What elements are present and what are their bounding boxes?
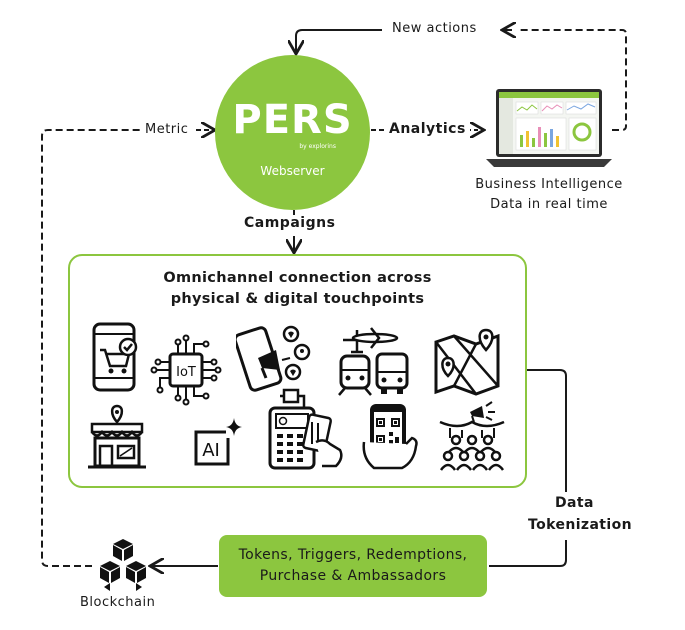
transport-icon	[338, 327, 409, 396]
omnichannel-title-line1: Omnichannel connection across	[163, 270, 432, 286]
map-icon	[434, 328, 500, 396]
data-tokenization-line1: Data	[555, 495, 594, 511]
metric-label: Metric	[141, 122, 193, 137]
social-megaphone-icon	[236, 325, 311, 392]
ai-icon: AI	[194, 418, 242, 466]
mobile-shopping-icon	[92, 322, 138, 392]
tokenization-line	[524, 369, 567, 492]
tokens-triggers-panel: Tokens, Triggers, Redemptions, Purchase …	[219, 535, 487, 597]
audience-icon	[439, 401, 505, 471]
analytics-label: Analytics	[385, 121, 470, 137]
data-tokenization-line2: Tokenization	[528, 517, 632, 533]
bi-caption-line2: Data in real time	[490, 197, 608, 212]
bi-caption-line1: Business Intelligence	[475, 177, 623, 192]
pers-title: PERS	[232, 97, 353, 143]
pers-subtitle: Webserver	[260, 164, 325, 178]
pers-by-line: by explorins	[299, 143, 336, 150]
tokens-line2: Purchase & Ambassadors	[259, 568, 447, 584]
omnichannel-title-line2: physical & digital touchpoints	[170, 291, 425, 307]
iot-chip-icon: IoT	[150, 334, 222, 406]
pers-webserver-node: PERS by explorins Webserver	[215, 55, 370, 210]
laptop-dashboard-icon	[486, 89, 612, 167]
payment-terminal-icon	[268, 388, 343, 470]
tokens-line1: Tokens, Triggers, Redemptions,	[238, 547, 468, 563]
omnichannel-title: Omnichannel connection across physical &…	[70, 268, 525, 310]
new-actions-arrow-left	[296, 29, 382, 52]
ai-text: AI	[202, 440, 220, 461]
metric-arrow	[41, 129, 140, 567]
new-actions-arrow	[520, 29, 627, 131]
qr-phone-icon	[362, 404, 418, 470]
blockchain-label: Blockchain	[80, 595, 156, 610]
store-icon	[88, 404, 146, 469]
iot-text: IoT	[176, 365, 196, 380]
omnichannel-panel: Omnichannel connection across physical &…	[68, 254, 527, 488]
new-actions-label: New actions	[388, 21, 481, 36]
blockchain-cubes-icon	[100, 539, 146, 591]
campaigns-label: Campaigns	[240, 215, 340, 231]
